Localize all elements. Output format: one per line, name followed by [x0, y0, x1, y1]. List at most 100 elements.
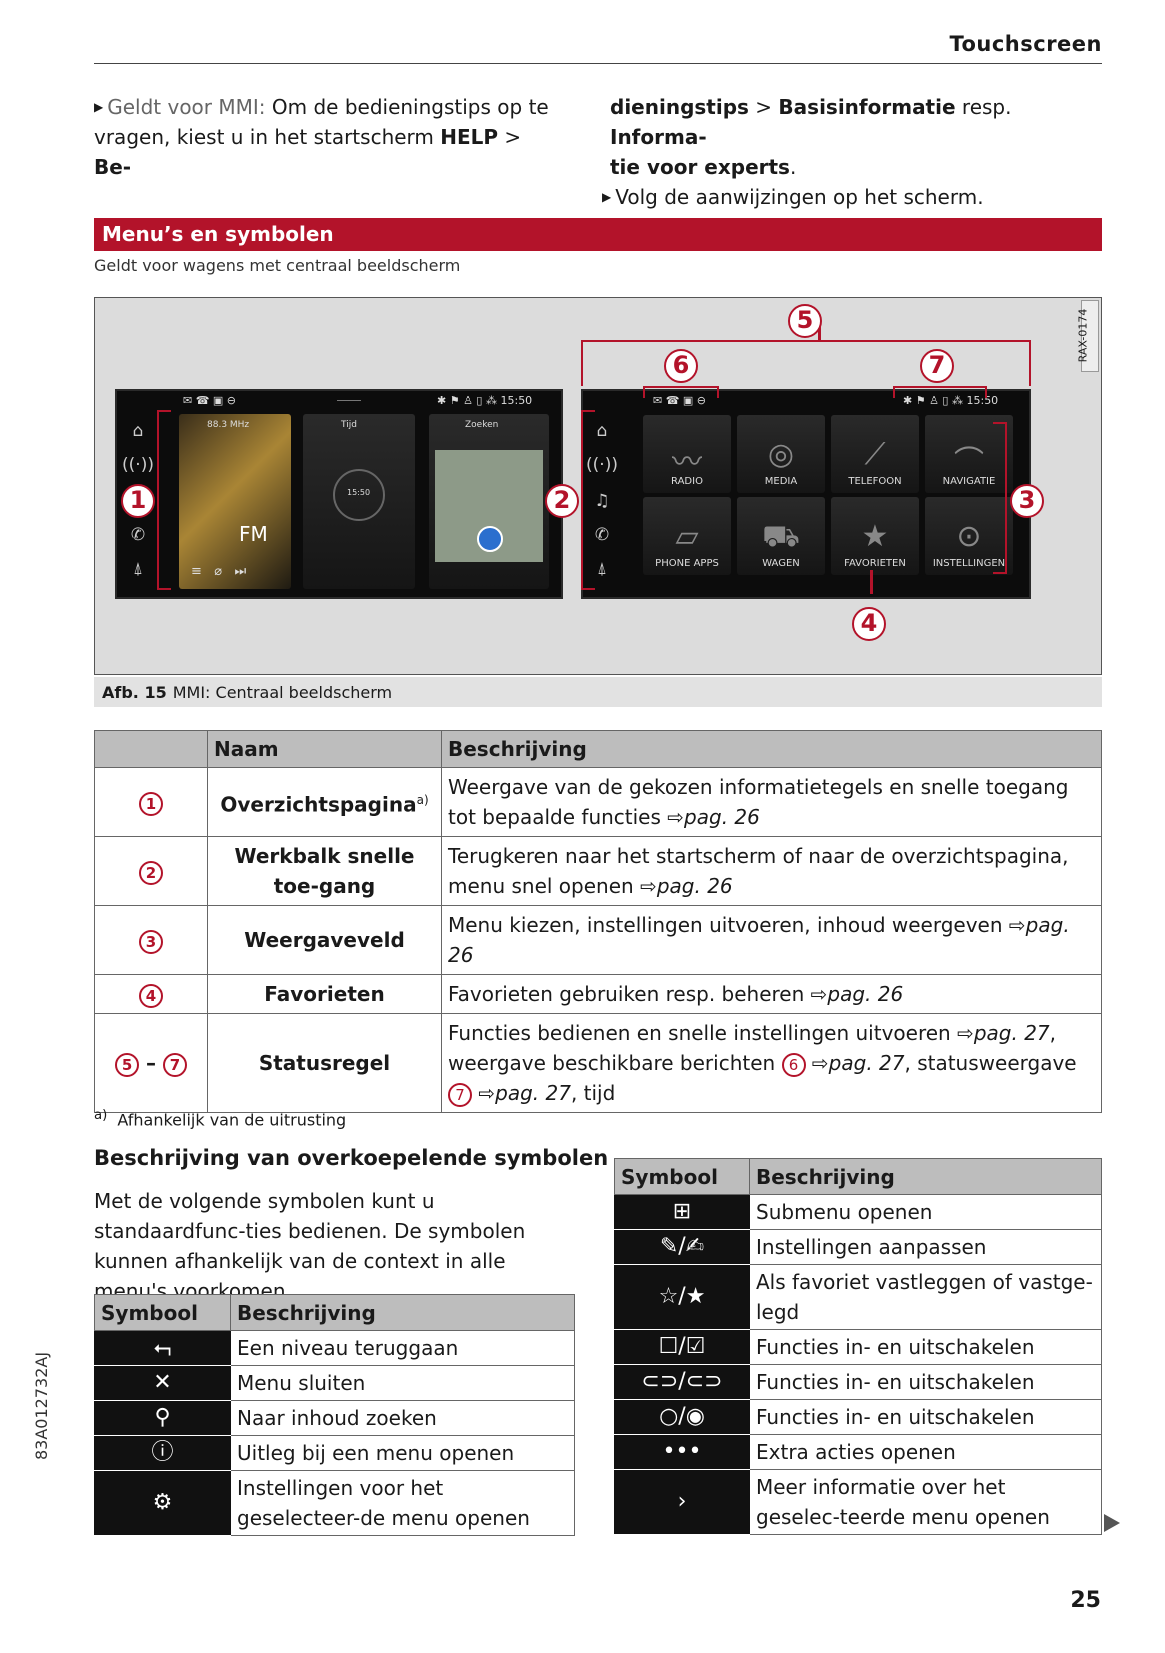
tile-app: ◎MEDIA [737, 415, 825, 493]
intro-r-bold2: Basisinformatie [778, 95, 956, 119]
th-desc: Beschrijving [230, 1294, 575, 1331]
status-icons: ✱ ⚑ ♙ ▯ ⁂ 15:50 [437, 394, 533, 407]
row-desc: , tijd [570, 1081, 616, 1105]
row-name: Overzichtspagina [220, 792, 417, 817]
music-icon: ♫ [594, 491, 610, 511]
bullet-icon: ▶ [94, 100, 104, 114]
intro-right: dieningstips > Basisinformatie resp. Inf… [602, 92, 1102, 212]
intro-r-mid: resp. [955, 95, 1012, 119]
status-icons: ✉ ☎ ▣ ⊖ [653, 394, 707, 407]
arrow-icon: ⇨ [478, 1081, 496, 1105]
intro-prefix: Geldt voor MMI: [107, 95, 266, 119]
tile-clock-time: 15:50 [347, 488, 371, 497]
page-ref[interactable]: pag. 27 [828, 1051, 905, 1075]
row-desc: , statusweergave [904, 1051, 1077, 1075]
intro-r-bold3: Informa- [610, 125, 707, 149]
table-row: ⊞Submenu openen [614, 1194, 1102, 1230]
tile-label: TELEFOON [848, 476, 902, 487]
tile-app: ⊙INSTELLINGEN [925, 497, 1013, 575]
table-row: 5 – 7 Statusregel Functies bedienen en s… [94, 1013, 1102, 1113]
th-name: Naam [207, 730, 442, 768]
row-name: Favorieten [207, 974, 442, 1014]
toggle-icon: ⊂⊃/⊂⊃ [614, 1364, 750, 1400]
submenu-icon: ⊞ [614, 1194, 750, 1230]
symbols-paragraph: Met de volgende symbolen kunt u standaar… [94, 1189, 526, 1303]
marker-3: 3 [1010, 484, 1044, 518]
row-desc: Meer informatie over het geselec-teerde … [749, 1469, 1102, 1535]
intro-sep: > [498, 125, 522, 149]
table-row: ⚙Instellingen voor het geselecteer-de me… [94, 1470, 575, 1536]
page-ref[interactable]: pag. 26 [684, 805, 760, 829]
tile-clock-label: Tijd [341, 420, 357, 430]
row-marker: 2 [139, 860, 163, 885]
row-desc: Favorieten gebruiken resp. beheren [448, 982, 811, 1006]
intro-r-bold4: tie voor experts [610, 155, 790, 179]
status-time: 15:50 [966, 394, 999, 407]
tile-radio-label: 88.3 MHz [207, 420, 250, 430]
marker-6: 6 [664, 349, 698, 383]
tile-search-label: Zoeken [465, 420, 499, 430]
row-desc: Submenu openen [749, 1194, 1102, 1230]
row-desc: , weergave beschikbare berichten [448, 1021, 1057, 1075]
arrow-icon: ⇨ [811, 1051, 829, 1075]
document-code: 83A012732AJ [32, 1351, 51, 1460]
row-desc: Extra acties openen [749, 1434, 1102, 1470]
footnote-text: Afhankelijk van de uitrusting [117, 1110, 347, 1130]
page-ref[interactable]: pag. 27 [973, 1021, 1050, 1045]
th-num [94, 730, 208, 768]
table-row: ⊂⊃/⊂⊃Functies in- en uitschakelen [614, 1364, 1102, 1400]
arrow-icon: ⇨ [640, 874, 657, 898]
chevron-right-icon: › [614, 1469, 750, 1535]
right-screen: ✉ ☎ ▣ ⊖ ✱ ⚑ ♙ ▯ ⁂ 15:50 ⌂ ((·)) ♫ ✆ ⍋ 〰R… [581, 389, 1031, 599]
page-ref[interactable]: pag. 26 [656, 874, 733, 898]
tile-label: FAVORIETEN [844, 558, 906, 569]
tile-label: WAGEN [762, 558, 800, 569]
intro-text: Om de bedieningstips op te vragen, kiest… [94, 95, 549, 149]
table-row: ⮢Een niveau teruggaan [94, 1330, 575, 1366]
row-desc: Instellingen voor het geselecteer-de men… [230, 1470, 575, 1536]
more-icon: ••• [614, 1434, 750, 1470]
tile-app: ⌒NAVIGATIE [925, 415, 1013, 493]
row-marker: 7 [162, 1052, 187, 1077]
tile-label: PHONE APPS [655, 558, 719, 569]
phone-icon: ✆ [594, 525, 610, 545]
symbols-heading: Beschrijving van overkoepelende symbolen [94, 1146, 609, 1170]
row-desc: Uitleg bij een menu openen [230, 1435, 575, 1471]
tile-fm: FM [239, 522, 268, 546]
tile-search: Zoeken [429, 414, 549, 589]
section-title: Menu’s en symbolen [94, 218, 1102, 251]
intro-r-sep: > [748, 95, 779, 119]
table-row: 3 Weergaveveld Menu kiezen, instellingen… [94, 905, 1102, 975]
next-page-icon[interactable] [1104, 1514, 1120, 1532]
table-row: •••Extra acties openen [614, 1434, 1102, 1470]
tile-radio: 88.3 MHz FM ≡ ⌀ ⏭ [179, 414, 291, 589]
table-row: ✎/✍Instellingen aanpassen [614, 1229, 1102, 1265]
arrow-icon: ⇨ [810, 982, 828, 1006]
phone-icon: ✆ [130, 525, 146, 545]
page-ref[interactable]: pag. 27 [495, 1081, 571, 1105]
marker-5: 5 [788, 304, 822, 338]
bracket-3 [993, 422, 1007, 574]
figure-mmi: RAX-0174 ✉ ☎ ▣ ⊖ ✱ ⚑ ♙ ▯ ⁂ 15:50 ⌂ ((·))… [94, 297, 1102, 675]
tile-app: ⟋TELEFOON [831, 415, 919, 493]
table-row: ✕Menu sluiten [94, 1365, 575, 1401]
section-subtitle: Geldt voor wagens met centraal beeldsche… [94, 256, 461, 275]
intro-bold2: Be- [94, 155, 132, 179]
row-marker: 6 [781, 1052, 806, 1077]
page-ref[interactable]: pag. 26 [827, 982, 904, 1006]
row-marker: 3 [139, 929, 163, 954]
table-row: 1 Overzichtspaginaa) Weergave van de gek… [94, 767, 1102, 837]
table-row: ⚲Naar inhoud zoeken [94, 1400, 575, 1436]
status-icons: ✉ ☎ ▣ ⊖ [183, 394, 237, 407]
page-number: 25 [1070, 1588, 1101, 1613]
row-marker: 7 [448, 1082, 472, 1107]
nav-icon: ⍋ [132, 559, 144, 579]
marker-7: 7 [920, 349, 954, 383]
page-ref[interactable]: pag. 26 [448, 913, 1070, 967]
footnote-mark: a) [94, 1108, 108, 1123]
symbol-table-right: Symbool Beschrijving ⊞Submenu openen ✎/✍… [614, 1158, 1102, 1535]
bracket-6 [643, 386, 719, 398]
bracket-2 [581, 410, 595, 590]
tile-label: NAVIGATIE [942, 476, 996, 487]
bracket-7 [893, 386, 987, 398]
